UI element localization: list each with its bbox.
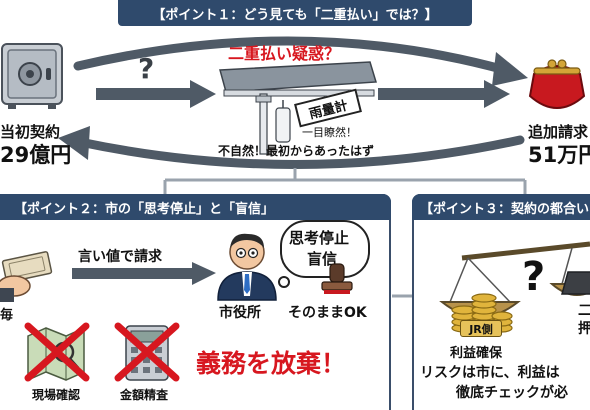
stamp-icon: [321, 263, 353, 294]
point3-header: 【ポイント３：契約の都合い: [412, 194, 590, 220]
point3-header-text: 【ポイント３：契約の都合い: [420, 201, 590, 217]
site-check-label: 現場確認: [32, 388, 81, 402]
unnatural-text: 不自然！最初からあったはず: [218, 144, 375, 158]
coin-tag: JR側: [460, 320, 502, 337]
mid-arrow-left: [96, 88, 192, 100]
top-curve-arrowhead: [492, 52, 528, 86]
coin-tag-text: JR側: [469, 322, 493, 336]
point1-header: 【ポイント１：どう見ても「二重払い」では？】: [118, 0, 472, 26]
point1-header-text: 【ポイント１：どう見ても「二重払い」では？】: [152, 7, 438, 23]
bubble-line2: 盲信: [307, 250, 338, 268]
question-mark: ?: [138, 52, 155, 85]
right-request-amount: 51万円: [528, 143, 590, 167]
left-cut-text: 毎: [0, 308, 14, 323]
amount-check-label: 金額精査: [120, 388, 169, 402]
bottom-curve-arrowhead: [58, 126, 90, 160]
duty-abandon-text: 義務を放棄！: [196, 349, 347, 378]
bill-arrow: [72, 262, 216, 285]
profit-label: 利益確保: [450, 346, 503, 361]
mid-arrow-right-head: [484, 80, 510, 108]
weight-block-icon: [561, 271, 590, 295]
office-label: 市役所: [219, 305, 261, 321]
point2-header: 【ポイント２：市の「思考停止」と「盲信」: [0, 194, 391, 220]
bill-request-label: 言い値で請求: [78, 249, 162, 265]
left-contract-amount: 29億円: [0, 143, 72, 167]
bubble-dot: [278, 276, 290, 288]
purse-icon: [528, 59, 586, 109]
official-person-icon: [217, 233, 277, 301]
question-mark-large: ?: [522, 254, 546, 300]
thought-bubble: [280, 220, 370, 278]
stamp-ok-label: そのままOK: [288, 305, 367, 321]
right-cut-text-2: 押: [578, 321, 590, 337]
mid-arrow-right: [378, 88, 486, 100]
gauge-note: 一目瞭然！: [302, 126, 357, 139]
top-curve-arrow: [73, 36, 510, 75]
right-request-label: 追加請求: [528, 123, 589, 141]
roof-gutter-illustration: [219, 61, 377, 155]
point2-header-text: 【ポイント２：市の「思考停止」と「盲信」: [14, 201, 275, 217]
right-cut-text-1: 二: [578, 303, 590, 319]
risk-text: リスクは市に、利益は: [420, 365, 560, 381]
money-hand-icon: [0, 251, 53, 302]
safe-icon: [1, 43, 63, 109]
check-text: 徹底チェックが必: [456, 385, 568, 401]
bubble-line1: 思考停止: [289, 229, 350, 247]
mid-arrow-left-head: [190, 80, 216, 108]
doubt-label: 二重払い疑惑？: [228, 44, 341, 63]
left-contract-label: 当初契約: [0, 123, 61, 141]
amount-check-cross-icon: [114, 322, 180, 382]
site-check-cross-icon: [24, 322, 90, 382]
bottom-curve-arrow: [75, 135, 525, 169]
